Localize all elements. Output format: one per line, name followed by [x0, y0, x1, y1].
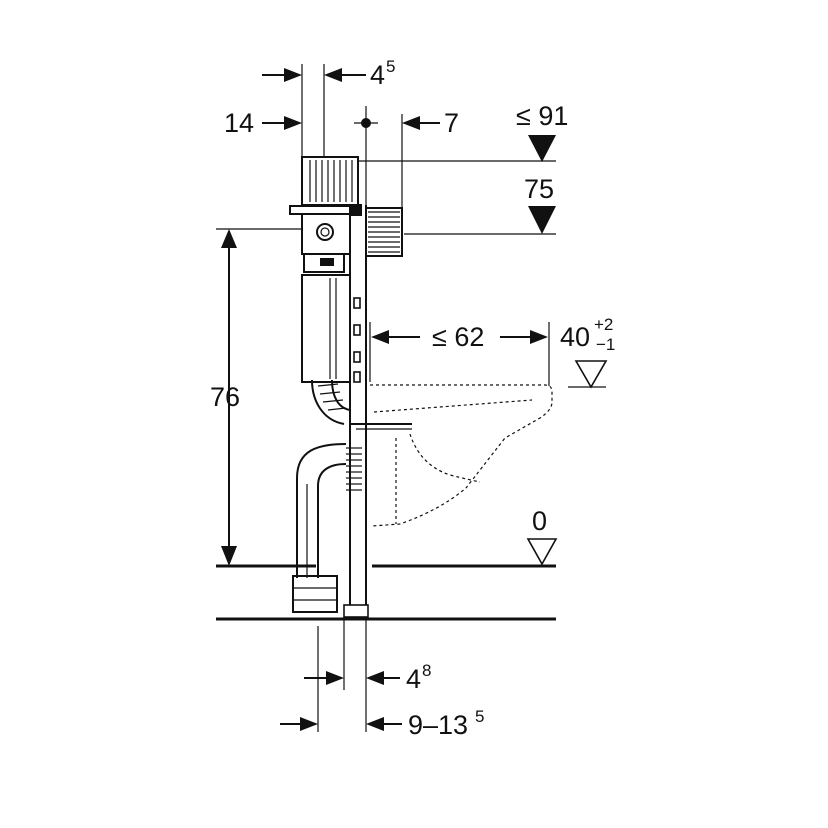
dim-4-5-superscript: 5 [386, 57, 395, 76]
dim-7-value: 7 [444, 108, 459, 138]
installation-frame [289, 156, 369, 618]
dimension-9-13-5: 9–13 5 [280, 626, 484, 740]
level-75: 75 [404, 174, 556, 235]
level-le-91-value: ≤ 91 [516, 101, 568, 131]
dimension-14: 14 [224, 108, 302, 138]
level-75-value: 75 [524, 174, 554, 204]
dim-4-8-value: 4 [406, 664, 421, 694]
dimension-le-62: ≤ 62 [369, 322, 550, 386]
level-0: 0 [526, 506, 558, 566]
level-40-tolerance-minus: −1 [596, 335, 615, 354]
wc-bowl-outline [370, 384, 553, 527]
dim-76-value: 76 [210, 382, 240, 412]
dim-9-13-5-superscript: 5 [475, 707, 484, 726]
dimension-7: 7 [354, 106, 459, 208]
dimension-4-8: 4 8 [304, 620, 431, 732]
dim-4-8-superscript: 8 [422, 661, 431, 680]
dim-9-13-5-value: 9–13 [408, 710, 468, 740]
floor-lines [216, 564, 556, 621]
level-40-tolerance-plus: +2 [594, 315, 613, 334]
level-40: 40 +2 −1 [560, 315, 615, 389]
dim-4-5-value: 4 [370, 60, 385, 90]
level-le-91: ≤ 91 [358, 101, 568, 162]
dimension-76: 76 [210, 228, 302, 566]
dimension-4-5: 4 5 [262, 57, 395, 157]
level-0-value: 0 [532, 506, 547, 536]
drain-pipe [292, 379, 412, 613]
inlet-box [365, 207, 403, 257]
dim-14-value: 14 [224, 108, 254, 138]
level-40-value: 40 [560, 322, 590, 352]
dim-le-62-value: ≤ 62 [432, 322, 484, 352]
